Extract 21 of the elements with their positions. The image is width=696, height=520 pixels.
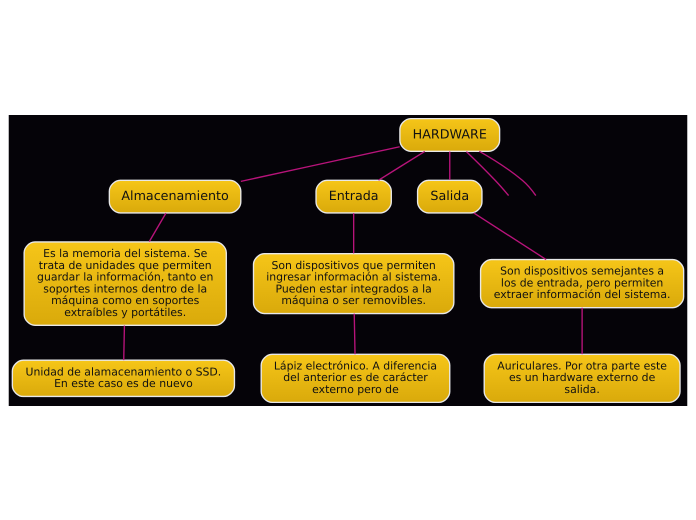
node-box: Auriculares. Por otra parte este es un hardware externo de salida. (484, 353, 681, 403)
connector (466, 150, 510, 196)
node-box: HARDWARE (399, 117, 500, 152)
connector (479, 150, 536, 196)
node-box: Salida (416, 179, 483, 214)
connector (354, 313, 356, 354)
connector (581, 307, 583, 354)
connector (240, 146, 400, 182)
connector (473, 212, 546, 260)
node-box: Lápiz electrónico. A diferencia del anterior es de carácter externo pero de (260, 353, 450, 403)
node-box: Almacenamiento (108, 179, 242, 214)
connector (148, 212, 167, 242)
connector (352, 212, 354, 253)
node-box: Entrada (315, 179, 392, 214)
node-box: Es la memoria del sistema. Se trata de unidades que permiten guardar la información, tanto en soportes internos dentro de la máquina como en soportes extraíbles y portátiles. (23, 240, 227, 326)
node-box: Son dispositivos semejantes a los de entrada, pero permiten extraer información del sistema. (480, 258, 684, 308)
connector (123, 325, 126, 360)
node-box: Unidad de alamacenamiento o SSD. En este caso es de nuevo (12, 359, 236, 397)
connector (449, 151, 450, 180)
node-box: Son dispositivos que permiten ingresar información al sistema. Pueden estar integrados a la máquina o ser removibles. (252, 252, 455, 314)
connector (378, 150, 426, 180)
